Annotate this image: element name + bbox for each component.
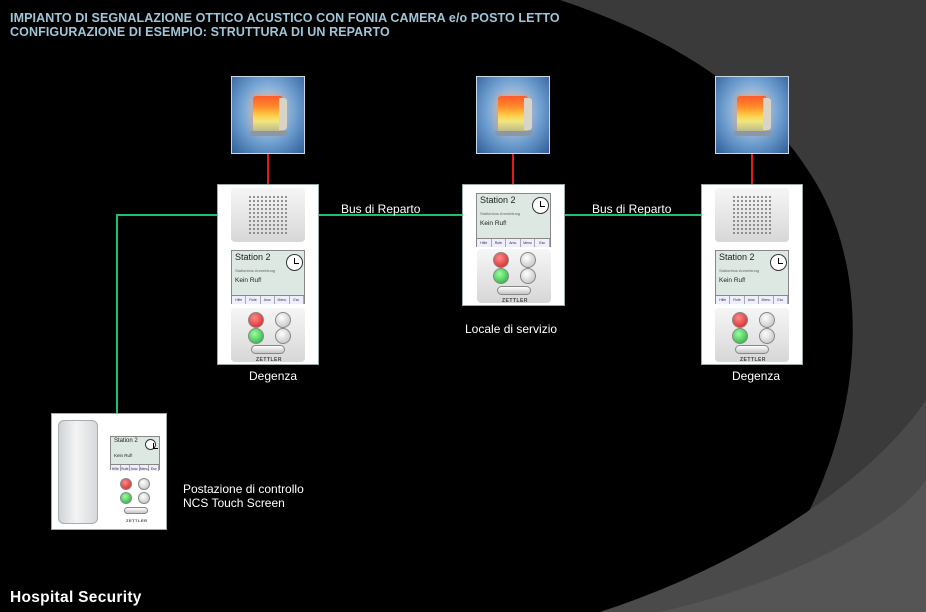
room-left-label: Degenza <box>249 369 298 383</box>
brand-logo: ZETTLER <box>740 357 766 363</box>
softkey-5: Esc <box>535 239 550 247</box>
station-name: Station 2 <box>719 252 755 262</box>
lamp-line-left <box>267 154 269 185</box>
softkey-5: Esc <box>773 296 789 304</box>
bus-line-control <box>116 214 118 414</box>
presence-button-green <box>493 268 509 284</box>
room-terminal-right: Station 2 Stationbus Anmeldung Kein Ruf!… <box>701 184 803 365</box>
nurse-button <box>275 312 291 328</box>
display-subtitle: Stationbus Anmeldung <box>235 268 276 273</box>
call-button-red <box>248 312 264 328</box>
call-button-red <box>120 478 132 490</box>
nurse-button <box>759 312 775 328</box>
presence-button-green <box>732 328 748 344</box>
station-name: Station 2 <box>480 195 516 205</box>
bus-label-left: Bus di Reparto <box>341 202 421 216</box>
reset-button <box>138 492 150 504</box>
softkey-4: Menu <box>759 296 774 304</box>
presence-button-green <box>120 492 132 504</box>
softkey-2: Rufe <box>491 239 507 247</box>
softkey-4: Menu <box>139 465 150 471</box>
room-right-label: Degenza <box>732 369 781 383</box>
call-status: Kein Ruf! <box>480 220 507 227</box>
call-status: Kein Ruf! <box>235 277 262 284</box>
bus-line-left <box>318 214 462 216</box>
control-label-line1: Postazione di controllo <box>183 482 304 496</box>
diagram-title-line1: IMPIANTO DI SEGNALAZIONE OTTICO ACUSTICO… <box>10 11 560 25</box>
lamp-line-right <box>751 154 753 185</box>
softkey-1: Hilfe <box>477 239 492 247</box>
display-subtitle: Stationbus Anmeldung <box>480 211 521 216</box>
call-status: Kein Ruf! <box>114 453 133 458</box>
nurse-button <box>520 252 536 268</box>
service-terminal: Station 2 Stationbus Anmeldung Kein Ruf!… <box>462 184 565 306</box>
clock-icon <box>145 439 158 450</box>
terminal-display: Station 2 Stationbus Anmeldung Kein Ruf!… <box>476 193 551 247</box>
handset-icon <box>58 420 98 524</box>
brand-logo: ZETTLER <box>502 298 528 304</box>
presence-button-green <box>248 328 264 344</box>
softkey-1: Hilfe <box>111 465 121 471</box>
station-name: Station 2 <box>235 252 271 262</box>
softkey-1: Hilfe <box>716 296 731 304</box>
reset-button <box>759 328 775 344</box>
softkey-2: Rufe <box>120 465 131 471</box>
softkey-3: Anw. <box>260 296 276 304</box>
speech-key <box>735 345 769 354</box>
speech-key <box>124 507 148 514</box>
brand-logo: ZETTLER <box>126 518 148 523</box>
bus-label-right: Bus di Reparto <box>592 202 672 216</box>
control-label-line2: NCS Touch Screen <box>183 496 285 510</box>
station-name: Station 2 <box>114 438 138 444</box>
corridor-lamp-left <box>231 76 305 154</box>
softkey-3: Anw. <box>130 465 140 471</box>
clock-icon <box>532 197 549 214</box>
footer-brand: Hospital Security <box>10 589 142 606</box>
softkey-5: Esc <box>149 465 160 471</box>
softkey-3: Anw. <box>744 296 760 304</box>
softkey-4: Menu <box>520 239 536 247</box>
room-terminal-left: Station 2 Stationbus Anmeldung Kein Ruf!… <box>217 184 319 365</box>
clock-icon <box>286 254 303 271</box>
terminal-display: Station 2 Stationbus Anmeldung Kein Ruf!… <box>231 250 305 304</box>
softkey-2: Rufe <box>246 296 261 304</box>
display-subtitle: Stationbus Anmeldung <box>719 268 760 273</box>
brand-logo: ZETTLER <box>256 357 282 363</box>
call-button-red <box>732 312 748 328</box>
clock-icon <box>770 254 787 271</box>
bus-line-right <box>565 214 702 216</box>
terminal-display: Station 2 Kein Ruf! Hilfe Rufe Anw. Menu… <box>110 436 160 471</box>
control-station: Station 2 Kein Ruf! Hilfe Rufe Anw. Menu… <box>51 413 167 530</box>
call-button-red <box>493 252 509 268</box>
reset-button <box>275 328 291 344</box>
speech-key <box>251 345 285 354</box>
softkey-3: Anw. <box>506 239 521 247</box>
terminal-display: Station 2 Stationbus Anmeldung Kein Ruf!… <box>715 250 789 304</box>
softkey-5: Esc <box>289 296 305 304</box>
lamp-line-center <box>512 154 514 185</box>
softkey-1: Hilfe <box>232 296 247 304</box>
reset-button <box>520 268 536 284</box>
softkey-4: Menu <box>275 296 290 304</box>
speech-key <box>497 286 531 295</box>
corridor-lamp-right <box>715 76 789 154</box>
call-status: Kein Ruf! <box>719 277 746 284</box>
diagram-title-line2: CONFIGURAZIONE DI ESEMPIO: STRUTTURA DI … <box>10 25 390 39</box>
service-label: Locale di servizio <box>465 322 558 336</box>
nurse-button <box>138 478 150 490</box>
softkey-2: Rufe <box>730 296 745 304</box>
corridor-lamp-center <box>476 76 550 154</box>
bus-line-control-horizontal <box>116 214 218 216</box>
